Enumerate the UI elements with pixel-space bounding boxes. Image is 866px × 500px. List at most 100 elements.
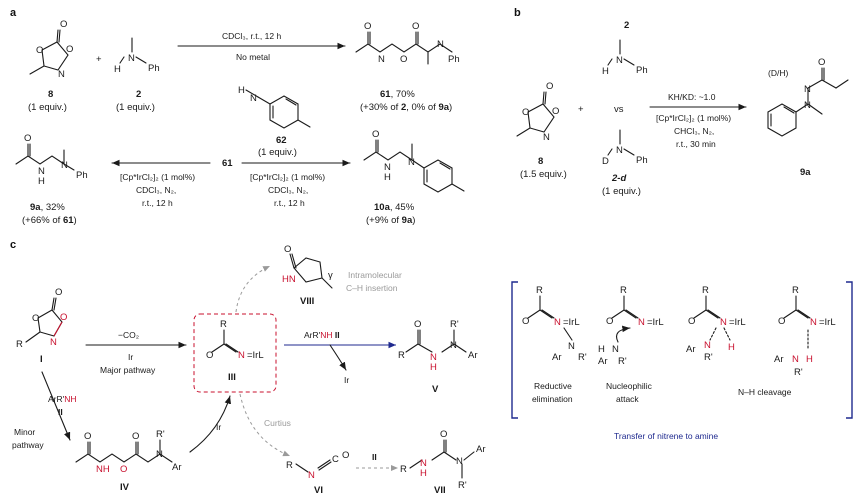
svg-text:C: C (332, 454, 339, 465)
svg-text:O: O (364, 21, 371, 32)
svg-text:O: O (414, 319, 421, 330)
label-V: V (432, 384, 439, 395)
label-dh: (D/H) (768, 68, 788, 78)
svg-text:O: O (132, 431, 139, 442)
svg-text:N: N (720, 317, 727, 328)
svg-text:O: O (440, 429, 447, 440)
structure-2-b: N H Ph (602, 39, 648, 77)
svg-text:=IrL: =IrL (563, 317, 580, 328)
kie-value: KH/KD: ~1.0 (668, 92, 716, 102)
mechanism-footer: Transfer of nitrene to amine (614, 431, 718, 441)
structure-8-b: O O O N (516, 81, 559, 143)
structure-10a: O N H N (363, 129, 465, 193)
svg-text:Ar: Ar (774, 354, 784, 365)
arrow-to-VIII (235, 265, 271, 313)
svg-text:N: N (430, 352, 437, 363)
mech-label-2b: attack (616, 394, 639, 404)
svg-text:N: N (616, 55, 623, 66)
label-III: III (228, 372, 236, 383)
svg-text:γ: γ (328, 270, 333, 281)
arrow-minor (41, 371, 71, 441)
svg-text:N: N (810, 317, 817, 328)
label-VI: VI (314, 485, 323, 496)
svg-text:N: N (638, 317, 645, 328)
label-61-note: (+30% of 2, 0% of 9a) (360, 102, 452, 113)
structure-9a-a: O N H N Ph (15, 133, 88, 187)
label-2-b: 2 (624, 20, 629, 31)
svg-text:O: O (546, 81, 553, 92)
svg-text:N: N (568, 341, 575, 352)
structure-62: N H (238, 85, 311, 129)
svg-text:N: N (612, 344, 619, 355)
svg-text:R: R (620, 285, 627, 296)
mech-label-2a: Nucleophilic (606, 381, 653, 391)
label-2d-equiv: (1 equiv.) (602, 186, 641, 197)
svg-text:N: N (250, 93, 257, 104)
left-cond-3: r.t., 12 h (142, 198, 173, 208)
svg-text:R': R' (156, 429, 165, 440)
svg-text:Ar: Ar (172, 462, 182, 473)
label-9a: 9a, 32% (30, 202, 65, 213)
panel-label-b: b (514, 7, 521, 19)
svg-text:R: R (286, 460, 293, 471)
svg-text:O: O (372, 129, 379, 140)
svg-text:Ph: Ph (76, 170, 88, 181)
mech-label-3: N–H cleavage (738, 387, 792, 397)
arnh-label: ArR'NH II (304, 330, 340, 340)
svg-text:O: O (84, 431, 91, 442)
svg-text:R: R (792, 285, 799, 296)
label-VIII: VIII (300, 296, 314, 307)
svg-text:O: O (24, 133, 31, 144)
svg-text:O: O (688, 316, 695, 327)
right-cond-1: [Cp*IrCl₂]₂ (1 mol%) (250, 172, 325, 182)
svg-text:R: R (400, 464, 407, 475)
svg-text:=IrL: =IrL (819, 317, 836, 328)
svg-text:Ph: Ph (636, 65, 648, 76)
svg-text:H: H (238, 85, 245, 96)
svg-text:D: D (602, 156, 609, 167)
structure-VII: R N H O N Ar R' (400, 429, 486, 491)
label-61: 61, 70% (380, 89, 415, 100)
arrow-curtius (239, 393, 291, 457)
svg-text:H: H (420, 468, 427, 479)
label-2-equiv: (1 equiv.) (116, 102, 155, 113)
label-10a-note: (+9% of 9a) (366, 215, 415, 226)
svg-text:O: O (818, 57, 825, 68)
label-62: 62 (276, 135, 287, 146)
mech-structure-2: R O N =IrL H N Ar R' (598, 285, 664, 367)
svg-text:N: N (128, 53, 135, 64)
intramolecular-1: Intramolecular (348, 270, 402, 280)
svg-text:O: O (206, 350, 213, 361)
svg-text:R: R (16, 339, 23, 350)
svg-text:R: R (398, 350, 405, 361)
svg-text:N: N (58, 69, 65, 80)
svg-text:N: N (238, 350, 245, 361)
structure-IV: O O NH O N R' Ar (75, 429, 182, 475)
svg-text:Ar: Ar (686, 344, 696, 355)
label-2d: 2-d (611, 173, 626, 184)
plus-sign-a: + (96, 54, 102, 65)
svg-text:N: N (378, 54, 385, 65)
plus-sign-b: + (578, 104, 584, 115)
arnh-left: ArR'NH (48, 394, 77, 404)
structure-2d: N D Ph (602, 129, 648, 167)
svg-text:Ar: Ar (468, 350, 478, 361)
label-8-b-equiv: (1.5 equiv.) (520, 169, 567, 180)
structure-VI: R N C O (286, 450, 349, 481)
svg-text:H: H (38, 176, 45, 187)
label-IV: IV (120, 482, 130, 493)
mech-structure-3: R O N =IrL Ar N R' H (686, 285, 746, 363)
svg-text:H: H (602, 66, 609, 77)
svg-text:O: O (55, 287, 62, 298)
major-label: Major pathway (100, 365, 156, 375)
structure-I: O O O N R (16, 287, 67, 350)
svg-text:N: N (408, 157, 415, 168)
label-2: 2 (136, 89, 141, 100)
mech-label-1a: Reductive (534, 381, 572, 391)
ii-left: II (58, 407, 63, 417)
right-cond-3: r.t., 12 h (274, 198, 305, 208)
svg-text:R: R (220, 319, 227, 330)
svg-text:=IrL: =IrL (647, 317, 664, 328)
structure-VIII: O HN γ (282, 244, 333, 289)
